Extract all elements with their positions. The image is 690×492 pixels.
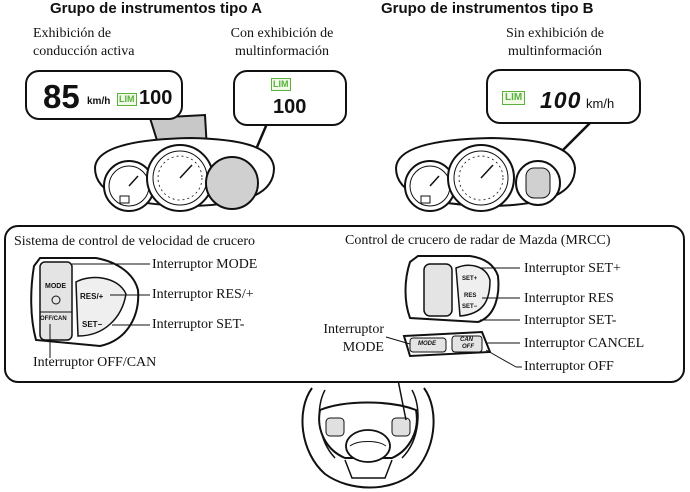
mrcc-res-label: Interruptor RES [524, 291, 614, 306]
cruise-offcan-switch-text: OFF/CAN [40, 316, 67, 322]
multi-display-bubble: LIM 100 [233, 70, 347, 126]
mrcc-set-minus-label: Interruptor SET- [524, 313, 617, 328]
cruise-res-switch-text: RES/+ [80, 292, 104, 301]
mrcc-title: Control de crucero de radar de Mazda (MR… [345, 233, 611, 248]
cruise-set-label: Interruptor SET- [152, 317, 245, 332]
cruise-mode-label: Interruptor MODE [152, 257, 258, 272]
mrcc-set-plus-label: Interruptor SET+ [524, 261, 621, 276]
mrcc-set-minus-switch-text: SET− [462, 304, 478, 310]
cruise-res-label: Interruptor RES/+ [152, 287, 254, 302]
mrcc-set-plus-switch-text: SET+ [462, 276, 478, 282]
cluster-b-limit-value: 100 [540, 87, 582, 113]
mrcc-off-label: Interruptor OFF [524, 359, 614, 374]
active-display-label: Exhibición de conducción activa [33, 26, 135, 59]
no-multi-display-label: Sin exhibición de multinformación [506, 26, 604, 59]
cruise-offcan-label: Interruptor OFF/CAN [33, 355, 157, 370]
active-speed-value: 85 [43, 78, 80, 115]
mrcc-mode-label: Interruptor MODE [323, 322, 384, 355]
multi-display-label: Con exhibición de multinformación [230, 26, 334, 59]
active-speed-unit: km/h [87, 96, 111, 107]
active-limit-value: 100 [139, 87, 173, 109]
cluster-b-display-bubble: LIM 100 km/h [486, 69, 641, 124]
mrcc-res-switch-text: RES [464, 293, 477, 299]
cruise-mode-switch-text: MODE [45, 283, 66, 290]
cruise-control-title: Sistema de control de velocidad de cruce… [14, 234, 256, 249]
cluster-b-title: Grupo de instrumentos tipo B [381, 0, 594, 17]
cluster-a-title: Grupo de instrumentos tipo A [50, 0, 262, 17]
mrcc-off-switch-text: OFF [462, 344, 474, 350]
active-display-bubble: 85 km/h LIM 100 [25, 70, 183, 120]
mrcc-cancel-label: Interruptor CANCEL [524, 336, 645, 351]
multi-limit-value: 100 [273, 96, 307, 118]
cluster-b-lim-badge: LIM [502, 91, 526, 105]
active-lim-badge: LIM [117, 93, 137, 106]
mrcc-mode-switch-text: MODE [418, 341, 436, 347]
multi-lim-badge: LIM [271, 78, 291, 91]
cruise-set-switch-text: SET− [82, 320, 103, 329]
cluster-b-unit: km/h [586, 96, 615, 111]
mrcc-can-switch-text: CAN [460, 337, 473, 343]
